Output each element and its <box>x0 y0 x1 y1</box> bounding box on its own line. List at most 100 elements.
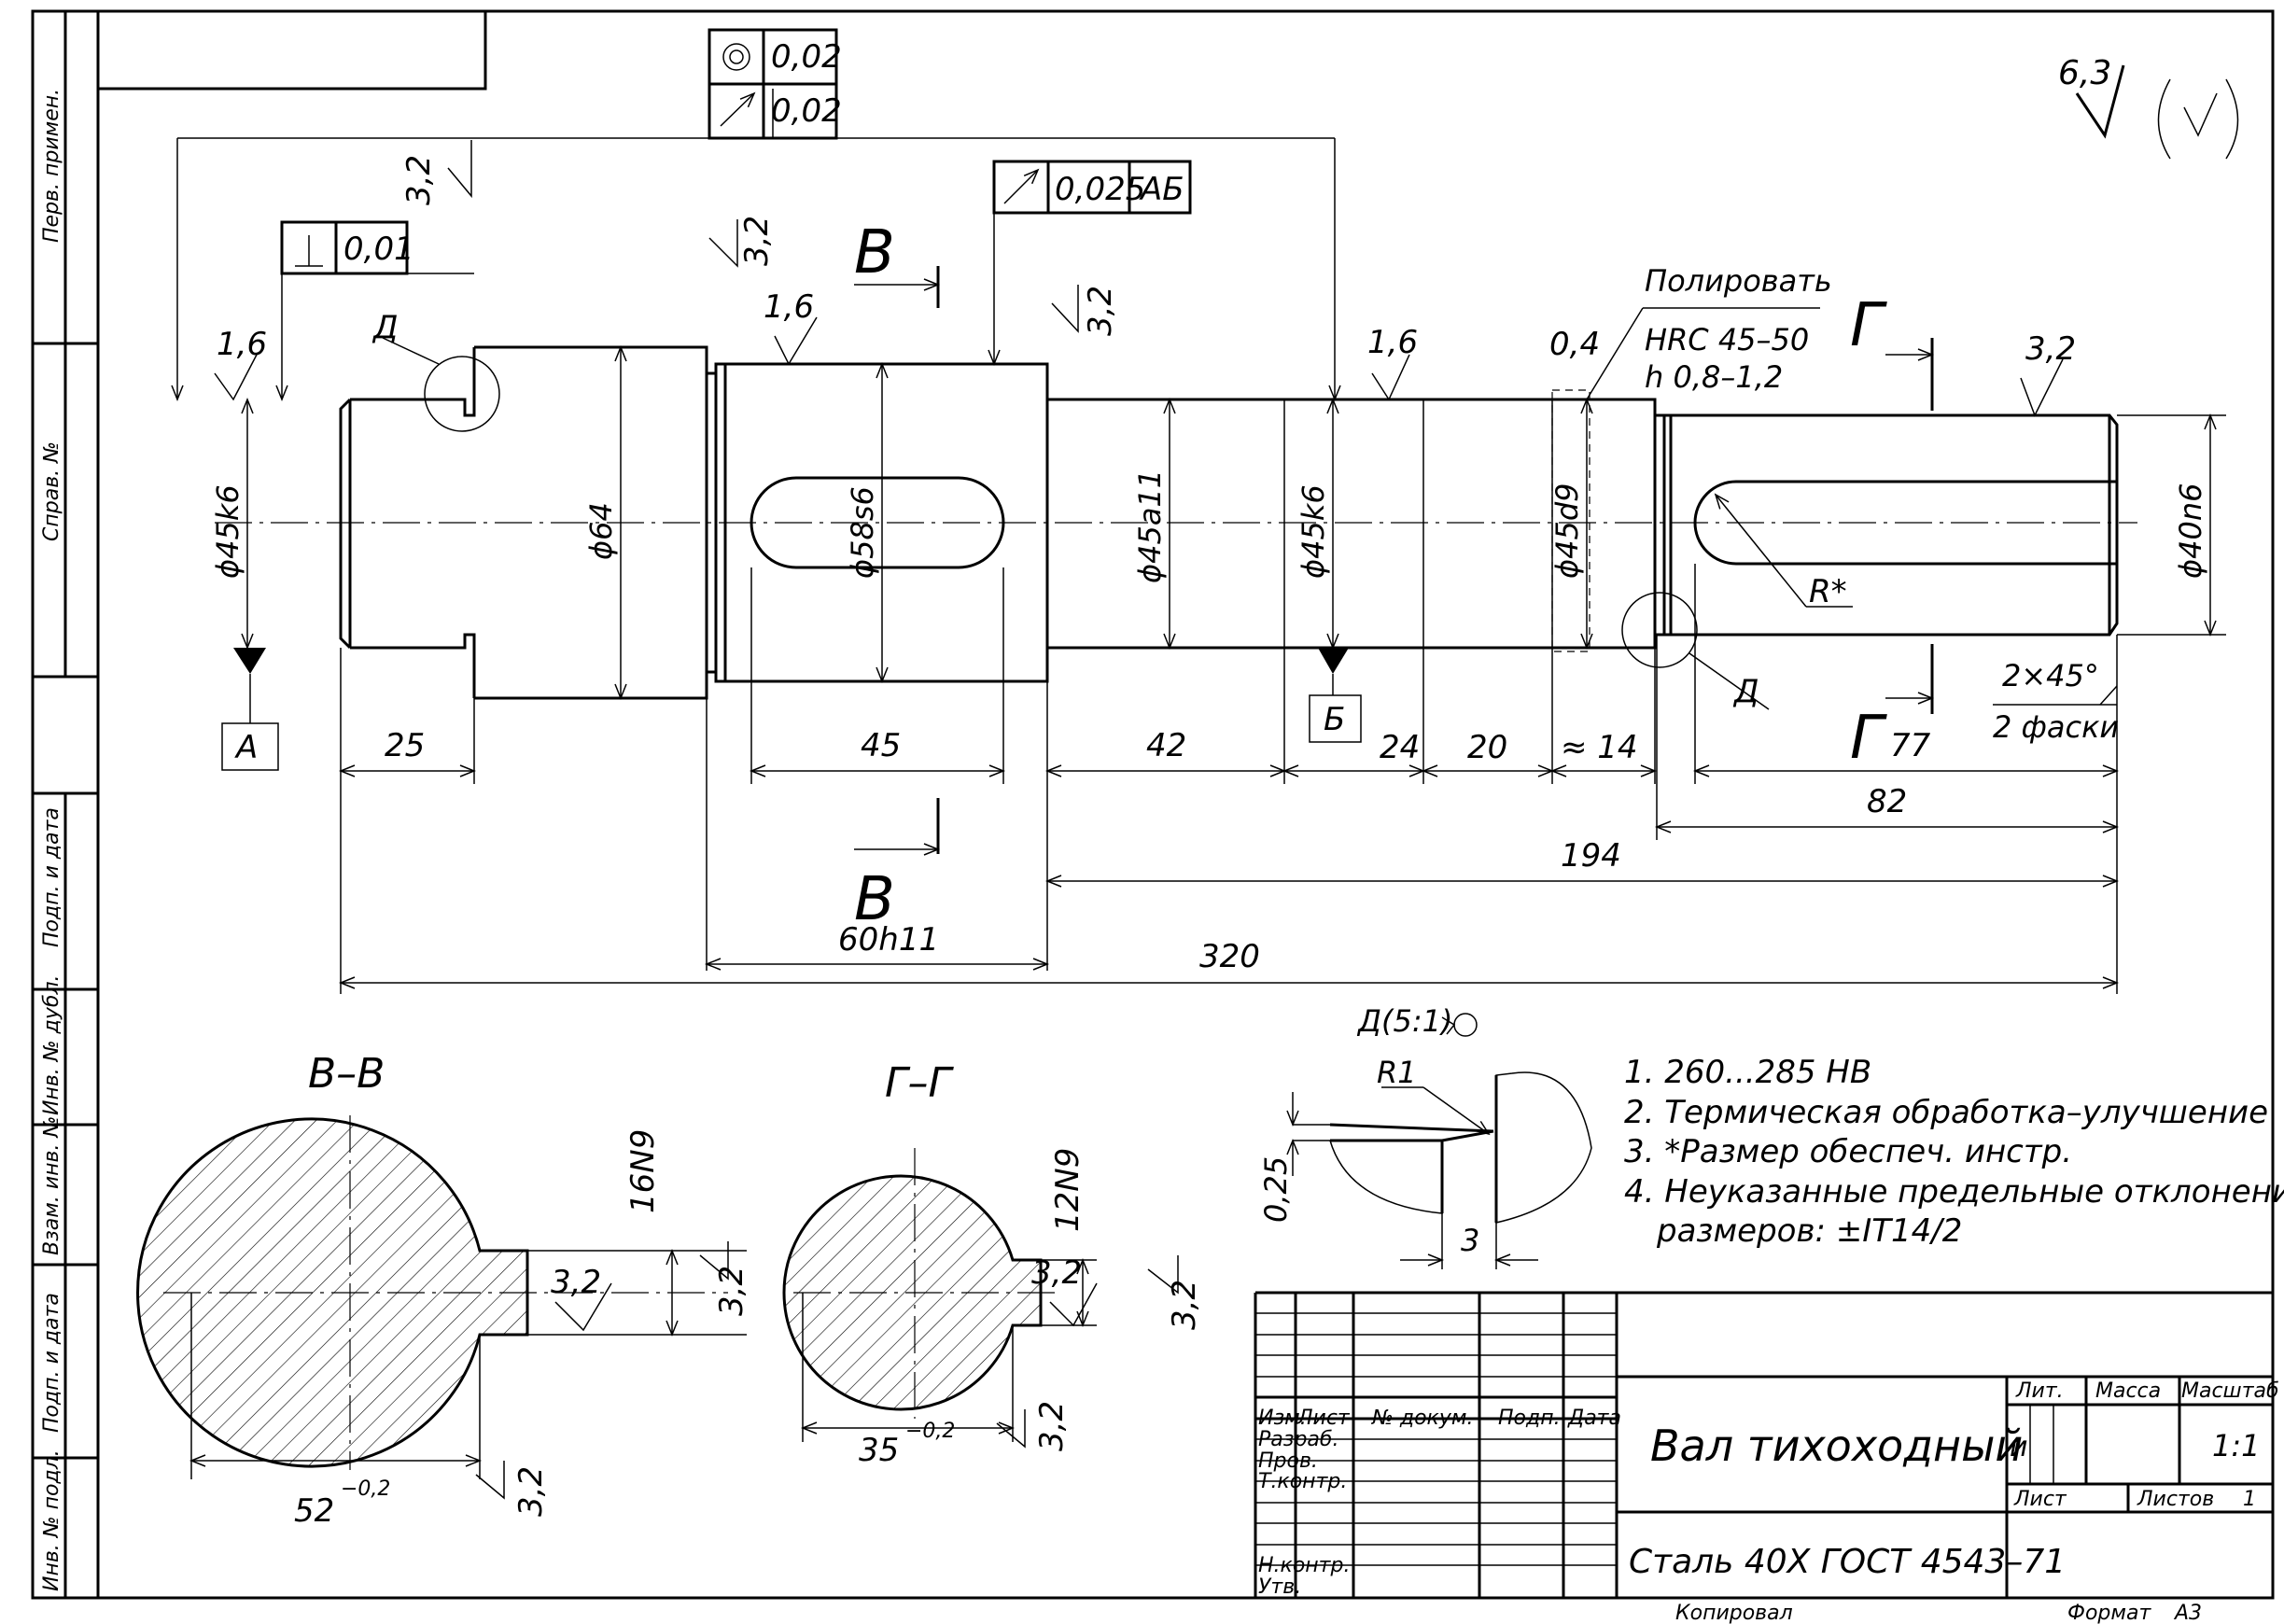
side-stamp-labels: Перв. примен. Справ. № Подп. и дата Инв.… <box>40 89 63 1591</box>
technical-notes: 1. 260...285 НВ 2. Термическая обработка… <box>1624 1054 2284 1250</box>
note-4-cont: размеров: ±IT14/2 <box>1656 1212 1962 1250</box>
stamp-podp-data-1: Подп. и дата <box>40 807 63 947</box>
section-gg-ra-outer: 3,2 <box>1166 1280 1203 1330</box>
tb-mass: Масса <box>2095 1379 2161 1403</box>
section-vv-ra-inner: 3,2 <box>551 1264 601 1301</box>
diameter-d1: ϕ45k6 <box>210 484 245 579</box>
dim-25: 25 <box>385 727 425 764</box>
stamp-inv-dubl: Инв. № дубл. <box>40 974 63 1115</box>
shaft-main-view <box>215 345 2137 700</box>
polish-note-3: h 0,8–1,2 <box>1645 359 1783 395</box>
section-vv: В–В 52 −0,2 16N9 3,2 3,2 3,2 <box>136 1050 750 1530</box>
section-g-label-bottom: Г <box>1850 704 1887 773</box>
chamfer-size: 2×45° <box>2002 658 2099 693</box>
stamp-perv-primen: Перв. примен. <box>40 89 63 243</box>
tolerance-runout-1: 0,02 <box>771 92 842 130</box>
material: Сталь 40Х ГОСТ 4543–71 <box>1629 1543 2066 1581</box>
datum-a-box <box>221 722 279 771</box>
roughness-left-journal: 1,6 <box>217 326 267 363</box>
general-roughness-value: 6,3 <box>2058 54 2111 92</box>
section-vv-key-width: 16N9 <box>624 1129 662 1213</box>
roughness-left-shoulder: 3,2 <box>400 155 438 205</box>
stamp-inv-podl: Инв. № подл. <box>40 1449 63 1591</box>
datum-b-box <box>1309 694 1362 743</box>
note-2: 2. Термическая обработка–улучшение <box>1624 1094 2268 1131</box>
stamp-vzam-inv: Взам. инв. № <box>40 1116 63 1255</box>
tolerance-runout-2: 0,025 <box>1055 171 1145 208</box>
section-gg-key-width: 12N9 <box>1049 1148 1086 1232</box>
section-gg-depth-tol: −0,2 <box>905 1420 955 1443</box>
section-vv-ra-bottom: 3,2 <box>512 1466 550 1517</box>
diameter-d7: ϕ40n6 <box>2173 483 2208 579</box>
note-4: 4. Неуказанные предельные отклонения <box>1624 1173 2284 1211</box>
diameter-dimensions: ϕ45k6 ϕ64 ϕ58s6 ϕ45a11 ϕ45k6 ϕ45d9 ϕ40n6 <box>210 344 2226 701</box>
dim-45: 45 <box>861 727 901 764</box>
tb-sheets: Листов <box>2137 1488 2214 1511</box>
tb-row-razrab: Разраб. <box>1258 1428 1338 1451</box>
dim-24: 24 <box>1380 729 1420 766</box>
footer-format-value: А3 <box>2173 1602 2202 1624</box>
tb-col-date: Дата <box>1567 1407 1621 1430</box>
roughness-marks: 3,2 3,2 3,2 1,6 1,6 1,6 0,4 3,2 <box>214 140 2076 652</box>
diameter-d3: ϕ58s6 <box>845 486 880 579</box>
part-name: Вал тихоходный <box>1650 1421 2023 1471</box>
section-gg-ra-inner: 3,2 <box>1031 1254 1082 1292</box>
dim-14: ≈ 14 <box>1561 729 1638 766</box>
concentricity-icon <box>722 43 750 71</box>
note-3: 3. *Размер обеспеч. инстр. <box>1624 1133 2072 1170</box>
section-v-label-bottom: В <box>854 865 895 934</box>
section-gg-title: Г–Г <box>885 1059 955 1107</box>
callouts: Д Д В В Г Г А Б R* Полировать <box>221 218 1935 934</box>
tb-scale: Масштаб <box>2181 1379 2279 1403</box>
chamfer-count: 2 фаски <box>1993 709 2119 745</box>
detail-d-radius: R1 <box>1377 1055 1417 1090</box>
datum-a-label: А <box>234 729 258 766</box>
tb-lit: Лит. <box>2015 1379 2064 1403</box>
section-v-label-top: В <box>854 218 895 287</box>
detail-d-height: 0,25 <box>1258 1156 1294 1223</box>
tb-row-utv: Утв. <box>1258 1575 1301 1599</box>
tolerance-concentricity: 0,02 <box>771 38 842 76</box>
footer: Копировал Формат А3 <box>1675 1602 2202 1624</box>
detail-d-circle-bottom <box>1621 592 1698 668</box>
runout-icon <box>720 91 756 127</box>
detail-d-width: 3 <box>1461 1223 1479 1258</box>
diameter-d6: ϕ45d9 <box>1549 483 1585 580</box>
linear-dimensions: 25 45 42 24 20 ≈ 14 77 82 194 60h11 320 … <box>338 564 2119 994</box>
section-gg-profile <box>782 1174 1043 1411</box>
detail-d-title: Д(5:1) <box>1356 1003 1452 1039</box>
title-block-text: Изм. Лист № докум. Подп. Дата Разраб. Пр… <box>1258 1379 2279 1599</box>
detail-d-label-bottom: Д <box>1732 673 1759 710</box>
keyway-2 <box>1693 480 2117 566</box>
tolerance-frames: 0,02 0,02 0,01 0,025 АБ <box>171 28 1341 402</box>
footer-copied: Копировал <box>1675 1602 1793 1624</box>
note-1: 1. 260...285 НВ <box>1624 1054 1871 1091</box>
rotation-icon <box>1453 1013 1478 1037</box>
section-vv-title: В–В <box>308 1050 385 1098</box>
stamp-podp-data-2: Подп. и дата <box>40 1293 63 1433</box>
dim-194: 194 <box>1561 837 1621 875</box>
dim-20: 20 <box>1467 729 1507 766</box>
dim-42: 42 <box>1146 727 1186 764</box>
roughness-key-step: 1,6 <box>764 288 814 326</box>
section-g-label-top: Г <box>1850 291 1887 360</box>
diameter-d5: ϕ45k6 <box>1296 484 1331 579</box>
tb-sheet: Лист <box>2013 1488 2067 1511</box>
tb-row-prov: Пров. <box>1258 1449 1318 1473</box>
datum-b-label: Б <box>1324 701 1345 738</box>
section-vv-depth-tol: −0,2 <box>341 1477 390 1501</box>
tb-row-nkontr: Н.контр. <box>1258 1554 1350 1577</box>
dim-320: 320 <box>1199 938 1260 975</box>
detail-d: Д(5:1) R1 0,25 3 <box>1258 1003 1592 1269</box>
roughness-mid-left: 3,2 <box>738 216 776 266</box>
tb-row-tkontr: Т.контр. <box>1258 1470 1347 1493</box>
section-vv-depth: 52 <box>294 1492 334 1530</box>
tb-col-sign: Подп. <box>1498 1407 1561 1430</box>
frame <box>31 9 2275 1600</box>
perpendicularity-icon <box>295 235 323 267</box>
dim-82: 82 <box>1867 783 1907 820</box>
section-gg-ra-bottom: 3,2 <box>1033 1401 1071 1451</box>
polish-note-1: Полировать <box>1645 263 1832 299</box>
diameter-d4: ϕ45a11 <box>1132 469 1168 583</box>
